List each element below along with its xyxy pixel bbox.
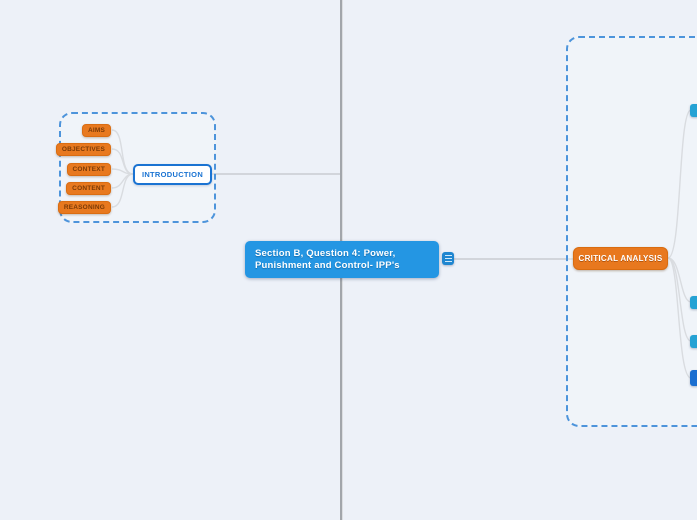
offscreen-node-stub[interactable] xyxy=(690,296,697,309)
node-context[interactable]: CONTEXT xyxy=(66,163,111,176)
central-topic-node[interactable]: Section B, Question 4: Power, Punishment… xyxy=(245,241,439,278)
offscreen-node-stub[interactable] xyxy=(690,335,697,348)
offscreen-node-stub[interactable] xyxy=(690,104,697,117)
node-reasoning[interactable]: REASONING xyxy=(57,201,111,214)
node-objectives[interactable]: OBJECTIVES xyxy=(55,143,111,156)
critical-analysis-boundary xyxy=(566,36,697,427)
central-topic-line2: Punishment and Control- IPP's xyxy=(255,259,400,271)
node-aims[interactable]: AIMS xyxy=(81,124,111,137)
node-introduction[interactable]: INTRODUCTION xyxy=(133,164,212,185)
offscreen-node-stub[interactable] xyxy=(690,370,697,386)
node-critical-analysis[interactable]: CRITICAL ANALYSIS xyxy=(573,247,668,270)
node-content[interactable]: CONTENT xyxy=(66,182,111,195)
central-topic-line1: Section B, Question 4: Power, xyxy=(255,248,396,259)
notes-icon[interactable] xyxy=(442,252,454,265)
